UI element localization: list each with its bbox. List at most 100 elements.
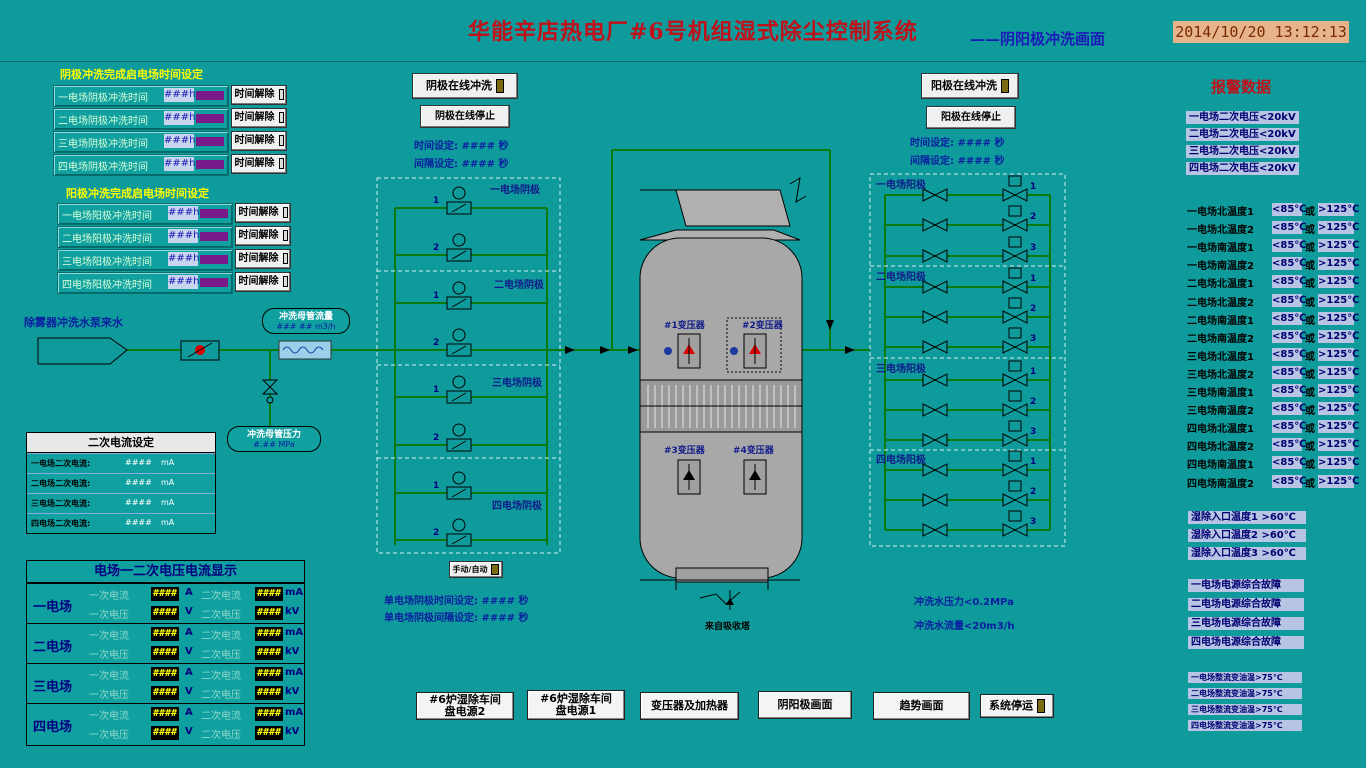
display-label: 二次电流: [201, 711, 241, 722]
display-num[interactable]: ####: [151, 667, 180, 681]
display-num[interactable]: ####: [255, 627, 284, 641]
indicator-icon: [282, 229, 288, 241]
anode-manual-valve[interactable]: [922, 280, 948, 294]
cathode-time-value[interactable]: ###h: [164, 157, 196, 171]
temp-alarm-label: 一电场北温度1: [1187, 207, 1254, 218]
anode-time-bar: [200, 278, 228, 287]
temp-high-alarm: >125℃: [1318, 438, 1360, 452]
anode-motor-valve[interactable]: [1002, 373, 1028, 387]
anode-flush-stop-button[interactable]: 阳极在线停止: [926, 106, 1016, 129]
cathode-time-release-button[interactable]: 时间解除: [231, 85, 287, 105]
cathode-flush-stop-button[interactable]: 阴极在线停止: [420, 105, 510, 128]
anode-flush-start-button[interactable]: 阳极在线冲洗: [921, 73, 1019, 99]
cathode-mode-button[interactable]: 手动/自动: [449, 561, 503, 578]
valve-number: 2: [433, 433, 439, 443]
anode-manual-valve[interactable]: [922, 403, 948, 417]
anode-manual-valve[interactable]: [922, 463, 948, 477]
anode-motor-valve[interactable]: [1002, 218, 1028, 232]
anode-manual-valve[interactable]: [922, 188, 948, 202]
anode-manual-valve[interactable]: [922, 249, 948, 263]
secondary-current-value[interactable]: ####: [125, 478, 152, 487]
anode-motor-valve[interactable]: [1002, 433, 1028, 447]
secondary-current-unit: mA: [161, 458, 175, 467]
secondary-current-value[interactable]: ####: [125, 518, 152, 527]
secondary-current-value[interactable]: ####: [125, 498, 152, 507]
nav-panel-power-2-button[interactable]: #6炉湿除车间 盘电源2: [416, 692, 514, 720]
nav-panel-power-1-button[interactable]: #6炉湿除车间 盘电源1: [527, 690, 625, 720]
anode-manual-valve[interactable]: [922, 433, 948, 447]
anode-time-release-button[interactable]: 时间解除: [235, 203, 291, 223]
anode-time-value[interactable]: ###h: [168, 275, 200, 289]
anode-manual-valve[interactable]: [922, 340, 948, 354]
nav-trend-button[interactable]: 趋势画面: [873, 692, 970, 720]
anode-motor-valve[interactable]: [1002, 280, 1028, 294]
anode-motor-valve[interactable]: [1002, 493, 1028, 507]
anode-manual-valve[interactable]: [922, 523, 948, 537]
secondary-current-value[interactable]: ####: [125, 458, 152, 467]
anode-interval-setting[interactable]: 间隔设定: #### 秒: [910, 156, 1005, 167]
anode-motor-valve[interactable]: [1002, 523, 1028, 537]
status-icon: [730, 347, 738, 355]
temp-or-label: 或: [1305, 207, 1315, 218]
display-unit: A: [185, 707, 193, 718]
inlet-temp-alarm: 湿除入口温度1 >60℃: [1188, 511, 1306, 524]
cathode-field-4-label: 四电场阴极: [492, 501, 542, 512]
cathode-single-time[interactable]: 单电场阴极时间设定: #### 秒: [384, 596, 529, 607]
display-label: 一次电流: [89, 631, 129, 642]
cathode-interval-setting[interactable]: 间隔设定: #### 秒: [414, 159, 509, 170]
display-num[interactable]: ####: [255, 606, 284, 620]
display-num[interactable]: ####: [151, 606, 180, 620]
anode-motor-valve[interactable]: [1002, 188, 1028, 202]
display-num[interactable]: ####: [255, 667, 284, 681]
anode-time-value[interactable]: ###h: [168, 229, 200, 243]
cathode-flush-start-button[interactable]: 阴极在线冲洗: [412, 73, 518, 99]
header-divider: [0, 61, 1366, 62]
anode-motor-valve[interactable]: [1002, 340, 1028, 354]
cathode-time-value[interactable]: ###h: [164, 88, 196, 102]
cathode-time-release-button[interactable]: 时间解除: [231, 108, 287, 128]
cathode-single-interval[interactable]: 单电场阴极间隔设定: #### 秒: [384, 613, 529, 624]
cathode-time-label: 一电场阴极冲洗时间: [58, 93, 148, 104]
display-num[interactable]: ####: [255, 686, 284, 700]
cathode-time-setting[interactable]: 时间设定: #### 秒: [414, 141, 509, 152]
anode-time-release-button[interactable]: 时间解除: [235, 272, 291, 292]
cathode-time-value[interactable]: ###h: [164, 111, 196, 125]
system-stop-button[interactable]: 系统停运: [980, 694, 1054, 718]
anode-manual-valve[interactable]: [922, 310, 948, 324]
display-num[interactable]: ####: [151, 587, 180, 601]
nav-transformer-heater-button[interactable]: 变压器及加热器: [640, 692, 739, 720]
anode-time-setting[interactable]: 时间设定: #### 秒: [910, 138, 1005, 149]
temp-or-label: 或: [1305, 315, 1315, 327]
temp-high-alarm: >125℃: [1318, 329, 1360, 343]
anode-motor-valve[interactable]: [1002, 463, 1028, 477]
cathode-time-value[interactable]: ###h: [164, 134, 196, 148]
power-fault-alarm: 三电场电源综合故障: [1188, 617, 1304, 630]
anode-time-value[interactable]: ###h: [168, 252, 200, 266]
display-label: 一次电流: [89, 591, 129, 602]
anode-time-release-button[interactable]: 时间解除: [235, 249, 291, 269]
display-num[interactable]: ####: [151, 726, 180, 740]
display-num[interactable]: ####: [151, 627, 180, 641]
display-num[interactable]: ####: [151, 707, 180, 721]
display-num[interactable]: ####: [255, 646, 284, 660]
anode-time-value[interactable]: ###h: [168, 206, 200, 220]
display-num[interactable]: ####: [151, 646, 180, 660]
display-num[interactable]: ####: [255, 707, 284, 721]
cathode-time-release-button[interactable]: 时间解除: [231, 131, 287, 151]
anode-motor-valve[interactable]: [1002, 310, 1028, 324]
anode-manual-valve[interactable]: [922, 218, 948, 232]
anode-manual-valve[interactable]: [922, 373, 948, 387]
nav-cathode-anode-button[interactable]: 阴阳极画面: [758, 691, 852, 719]
display-num[interactable]: ####: [255, 587, 284, 601]
temp-or-label: 或: [1305, 261, 1315, 273]
anode-motor-valve[interactable]: [1002, 403, 1028, 417]
anode-time-release-button[interactable]: 时间解除: [235, 226, 291, 246]
temp-low-alarm: <85℃: [1272, 239, 1307, 253]
display-num[interactable]: ####: [255, 726, 284, 740]
anode-motor-valve[interactable]: [1002, 249, 1028, 263]
anode-field-4-label: 四电场阳极: [876, 455, 926, 466]
display-num[interactable]: ####: [151, 686, 180, 700]
anode-manual-valve[interactable]: [922, 493, 948, 507]
valve-number: 2: [433, 243, 439, 253]
cathode-time-release-button[interactable]: 时间解除: [231, 154, 287, 174]
